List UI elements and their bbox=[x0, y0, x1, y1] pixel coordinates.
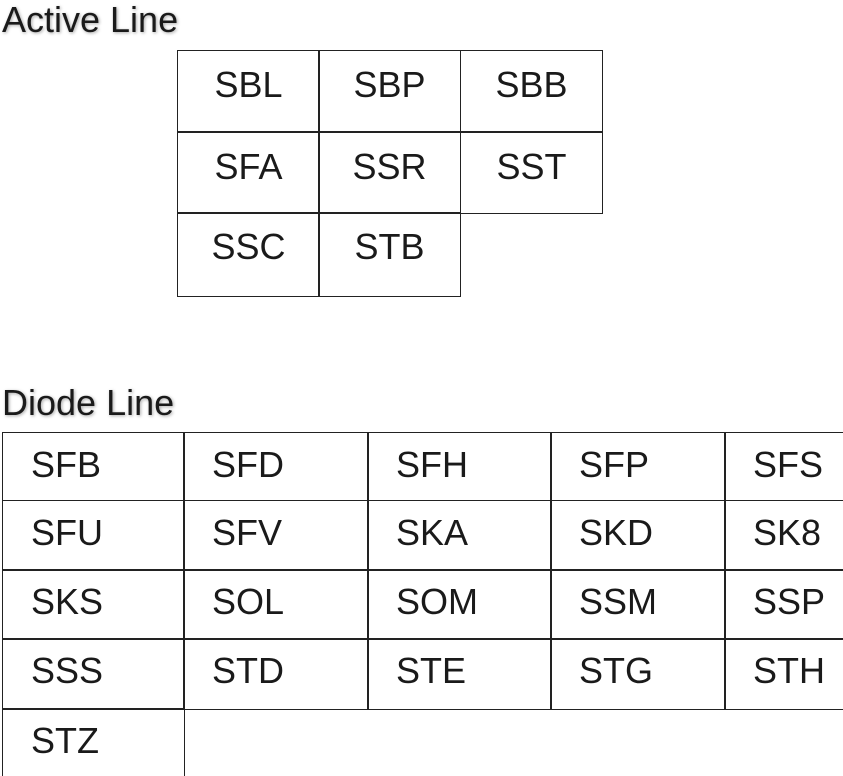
diode-line-cell: STZ bbox=[2, 708, 185, 776]
diode-line-cell: SFP bbox=[550, 432, 726, 501]
diode-line-cell: STG bbox=[550, 638, 726, 710]
diode-line-cell: SSP bbox=[724, 569, 843, 640]
diode-line-cell: SFV bbox=[183, 500, 369, 571]
diode-line-cell: SKA bbox=[367, 500, 552, 571]
diode-line-cell: SK8 bbox=[724, 500, 843, 571]
diode-line-heading: Diode Line bbox=[2, 382, 175, 423]
diode-line-cell: SFS bbox=[724, 432, 843, 501]
diode-line-cell: SOL bbox=[183, 569, 369, 640]
diode-line-cell: STD bbox=[183, 638, 369, 710]
diode-line-cell: SFH bbox=[367, 432, 552, 501]
diode-line-cell: SKS bbox=[2, 569, 185, 640]
diode-line-cell: SSM bbox=[550, 569, 726, 640]
diode-line-cell: SSS bbox=[2, 638, 185, 710]
active-line-cell: SSC bbox=[177, 212, 320, 297]
active-line-cell: SFA bbox=[177, 132, 320, 214]
active-line-heading: Active Line bbox=[2, 0, 179, 40]
diode-line-cell: STE bbox=[367, 638, 552, 710]
active-line-cell: SST bbox=[460, 132, 603, 214]
active-line-cell: SBB bbox=[460, 50, 603, 132]
active-line-cell: SBL bbox=[177, 50, 320, 132]
diode-line-cell: STH bbox=[724, 638, 843, 710]
diode-line-cell: SOM bbox=[367, 569, 552, 640]
diode-line-cell: SFU bbox=[2, 500, 185, 571]
diode-line-cell: SFD bbox=[183, 432, 369, 501]
diode-line-cell: SFB bbox=[2, 432, 185, 501]
active-line-cell: STB bbox=[318, 212, 461, 297]
diode-line-cell: SKD bbox=[550, 500, 726, 571]
active-line-cell: SSR bbox=[318, 132, 461, 214]
active-line-cell: SBP bbox=[318, 50, 461, 132]
